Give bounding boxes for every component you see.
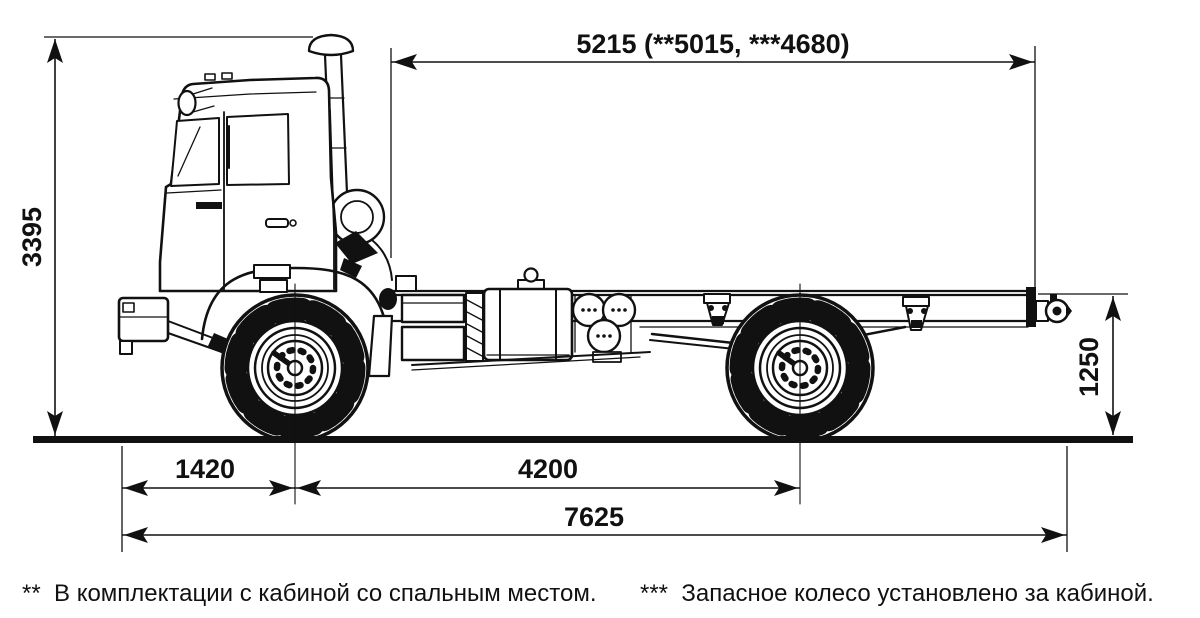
door-handle [265, 218, 289, 228]
front-fender [200, 264, 394, 378]
brand-strip [196, 202, 222, 209]
driveline [411, 351, 651, 371]
dim-rear-frame-length: 5215 (**5015, ***4680) [390, 29, 1036, 289]
dim-front-overhang: 1420 [121, 446, 295, 552]
dim-label-rear-frame-length: 5215 (**5015, ***4680) [576, 29, 849, 59]
dim-label-overall-height: 3395 [17, 207, 47, 267]
dim-label-frame-height: 1250 [1074, 337, 1104, 397]
battery-box [395, 275, 484, 362]
dim-overall-length: 7625 [122, 446, 1068, 552]
tow-hitch [1035, 294, 1072, 324]
dim-label-front-overhang: 1420 [175, 454, 235, 484]
footnote-spare-wheel: *** Запасное колесо установлено за кабин… [640, 580, 1154, 607]
dim-label-overall-length: 7625 [564, 502, 624, 532]
air-filter [328, 188, 397, 310]
fuel-tank [482, 267, 574, 362]
dim-frame-height: 1250 [1038, 293, 1128, 435]
door-window [226, 113, 290, 186]
windshield [170, 117, 220, 187]
truck-chassis-art [33, 33, 1133, 505]
mirror [177, 89, 197, 117]
dim-wheelbase: 4200 [295, 454, 800, 496]
footnote-sleeper-cab: ** В комплектации с кабиной со спальным … [22, 580, 597, 607]
air-reservoirs [571, 292, 637, 363]
dim-overall-height: 3395 [17, 36, 313, 436]
ground-line [33, 436, 1133, 443]
dim-label-wheelbase: 4200 [518, 454, 578, 484]
wiper [177, 126, 201, 177]
cab [158, 72, 338, 293]
mud-flap [367, 314, 394, 378]
